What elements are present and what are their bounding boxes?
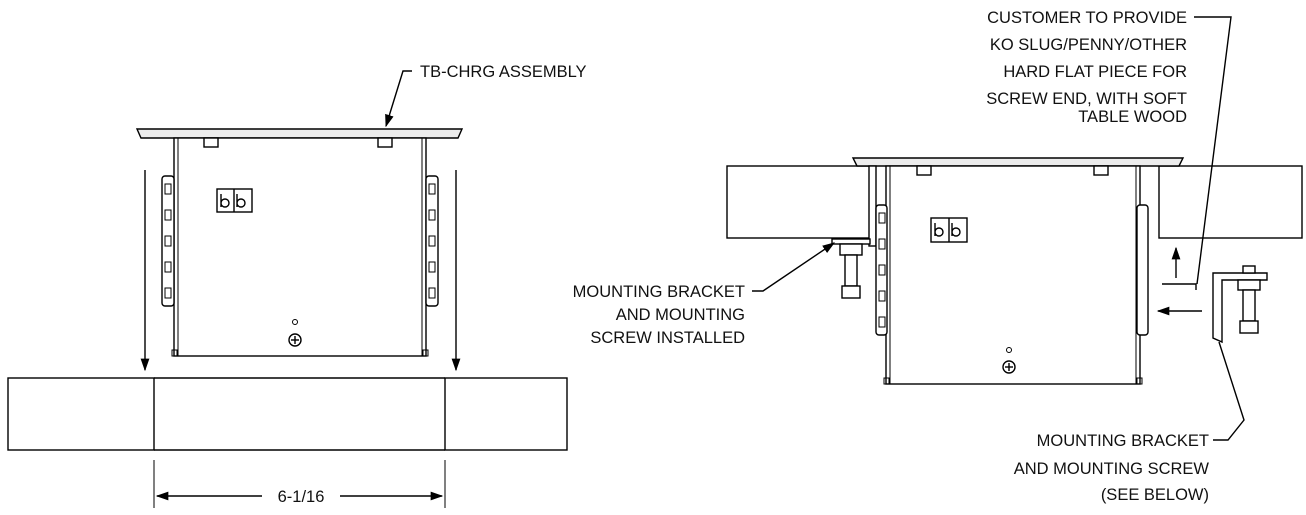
assembly-leader-line — [385, 70, 412, 128]
installed-note-line: MOUNTING BRACKET — [573, 283, 745, 301]
left-bracket-slots — [164, 183, 436, 299]
installed-note: MOUNTING BRACKET AND MOUNTING SCREW INST… — [573, 283, 745, 347]
customer-note-line: HARD FLAT PIECE FOR — [1003, 63, 1187, 81]
installed-note-line: AND MOUNTING — [616, 306, 745, 324]
customer-note-line: CUSTOMER TO PROVIDE — [987, 9, 1187, 27]
customer-note-leader — [1194, 16, 1232, 285]
dimension-label: 6-1/16 — [278, 488, 325, 506]
right-assembly — [831, 157, 1185, 385]
bracket-note-leader — [1213, 341, 1245, 441]
right-ground-screw-icon — [1002, 347, 1016, 374]
left-assembly — [135, 128, 464, 357]
loose-bracket-and-screw — [1162, 265, 1268, 344]
cutout-dimension — [153, 460, 446, 508]
bracket-note-line: AND MOUNTING SCREW — [1014, 460, 1210, 478]
right-view: CUSTOMER TO PROVIDE KO SLUG/PENNY/OTHER … — [573, 9, 1303, 504]
left-table-section — [7, 377, 568, 451]
right-outlet-icon — [930, 217, 968, 243]
left-view: TB-CHRG ASSEMBLY 6-1/16 — [7, 63, 587, 508]
bracket-note-line: (SEE BELOW) — [1101, 486, 1209, 504]
installed-note-leader — [752, 242, 836, 292]
installed-note-line: SCREW INSTALLED — [590, 329, 745, 347]
customer-note: CUSTOMER TO PROVIDE KO SLUG/PENNY/OTHER … — [986, 9, 1187, 126]
assembly-label: TB-CHRG ASSEMBLY — [420, 63, 587, 81]
customer-note-line: TABLE WOOD — [1078, 108, 1187, 126]
installed-screw — [831, 238, 871, 299]
customer-note-line: SCREW END, WITH SOFT — [986, 90, 1187, 108]
left-ground-screw-icon — [288, 319, 302, 347]
left-outlet-icon — [216, 188, 253, 213]
bracket-note-line: MOUNTING BRACKET — [1037, 432, 1209, 450]
customer-note-line: KO SLUG/PENNY/OTHER — [990, 36, 1187, 54]
bracket-note: MOUNTING BRACKET AND MOUNTING SCREW (SEE… — [1014, 432, 1210, 504]
